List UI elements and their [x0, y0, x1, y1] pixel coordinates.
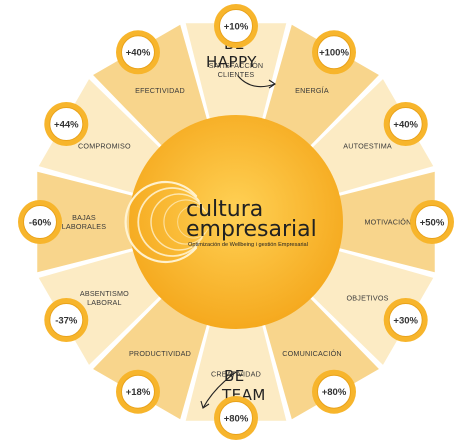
segment-label-3: MOTIVACIÓN	[365, 218, 412, 227]
segment-label-9: BAJAS	[72, 213, 96, 222]
be-team-line1: BE	[224, 367, 245, 385]
value-badge-7: +18%	[116, 369, 160, 414]
segment-label-0: SATISFACCIÓN	[209, 61, 264, 70]
value-badge-9: -60%	[18, 200, 62, 244]
segment-label-5: COMUNICACIÓN	[282, 349, 342, 358]
curved-arrow-icon	[200, 371, 237, 409]
badge-inner	[415, 205, 449, 239]
badge-inner	[49, 303, 84, 337]
badge-inner	[121, 35, 155, 70]
badge-inner	[219, 9, 253, 43]
badge-value: -60%	[29, 217, 52, 228]
badge-inner	[388, 107, 423, 141]
segment-label-6: CREATIVIDAD	[211, 370, 261, 379]
segment-label-0: CLIENTES	[218, 70, 255, 79]
value-badge-10: +44%	[44, 102, 89, 146]
segment-10	[38, 79, 165, 195]
segment-label-7: PRODUCTIVIDAD	[129, 349, 191, 358]
badge-inner	[23, 205, 57, 239]
center-hub: cultura empresarial Optimización de Well…	[124, 115, 343, 329]
badge-value: +50%	[420, 217, 445, 228]
badge-inner	[317, 374, 351, 409]
be-happy-line2: HAPPY	[206, 53, 257, 71]
segment-9	[37, 171, 140, 273]
segment-label-11: EFECTIVIDAD	[135, 86, 185, 95]
badge-value: +44%	[54, 119, 79, 130]
segment-3	[332, 171, 435, 273]
badge-value: +40%	[126, 48, 151, 59]
segment-label-4: OBJETIVOS	[347, 294, 389, 303]
badge-value: +40%	[393, 119, 418, 130]
segment-label-1: ENERGÍA	[295, 86, 329, 95]
badge-value: -37%	[55, 315, 78, 326]
segment-11	[93, 24, 209, 151]
segment-8	[38, 249, 165, 365]
segment-label-9: LABORALES	[62, 222, 107, 231]
badge-value: +80%	[322, 387, 347, 398]
value-badge-0: +10%	[214, 4, 258, 48]
badge-inner	[317, 35, 351, 70]
segment-5	[263, 293, 379, 420]
segment-label-10: COMPROMISO	[78, 142, 131, 151]
badge-value: +100%	[319, 48, 349, 59]
center-title-line1: cultura	[186, 197, 263, 222]
segment-0	[185, 23, 287, 126]
segment-2	[307, 79, 434, 195]
swirl-icon	[124, 180, 209, 264]
badge-value: +18%	[126, 387, 151, 398]
center-subtitle: Optimización de Wellbeing i gestión Empr…	[188, 242, 308, 248]
badge-value: +10%	[224, 21, 249, 32]
badge-inner	[49, 107, 84, 141]
value-badge-8: -37%	[44, 298, 89, 342]
center-title-line2: empresarial	[186, 217, 317, 242]
segment-1	[263, 24, 379, 151]
value-badge-5: +80%	[312, 369, 356, 414]
value-badge-11: +40%	[116, 30, 160, 75]
value-badge-6: +80%	[214, 396, 258, 440]
badges-layer: +10% +100% +40% +50% +30% +80% +80% +18% -37% -60…	[18, 4, 454, 440]
value-badge-2: +40%	[383, 102, 428, 146]
segment-label-8: ABSENTISMO	[80, 289, 129, 298]
badge-value: +80%	[224, 413, 249, 424]
segment-7	[93, 293, 209, 420]
value-badge-1: +100%	[312, 30, 356, 75]
badge-value: +30%	[393, 315, 418, 326]
badge-inner	[219, 401, 253, 435]
segment-4	[307, 249, 434, 365]
segment-label-8: LABORAL	[87, 298, 122, 307]
segment-label-2: AUTOESTIMA	[343, 142, 392, 151]
value-badge-4: +30%	[383, 298, 428, 342]
badge-inner	[388, 303, 423, 337]
badge-inner	[121, 374, 155, 409]
curved-arrow-icon	[237, 75, 276, 89]
value-badge-3: +50%	[410, 200, 454, 244]
